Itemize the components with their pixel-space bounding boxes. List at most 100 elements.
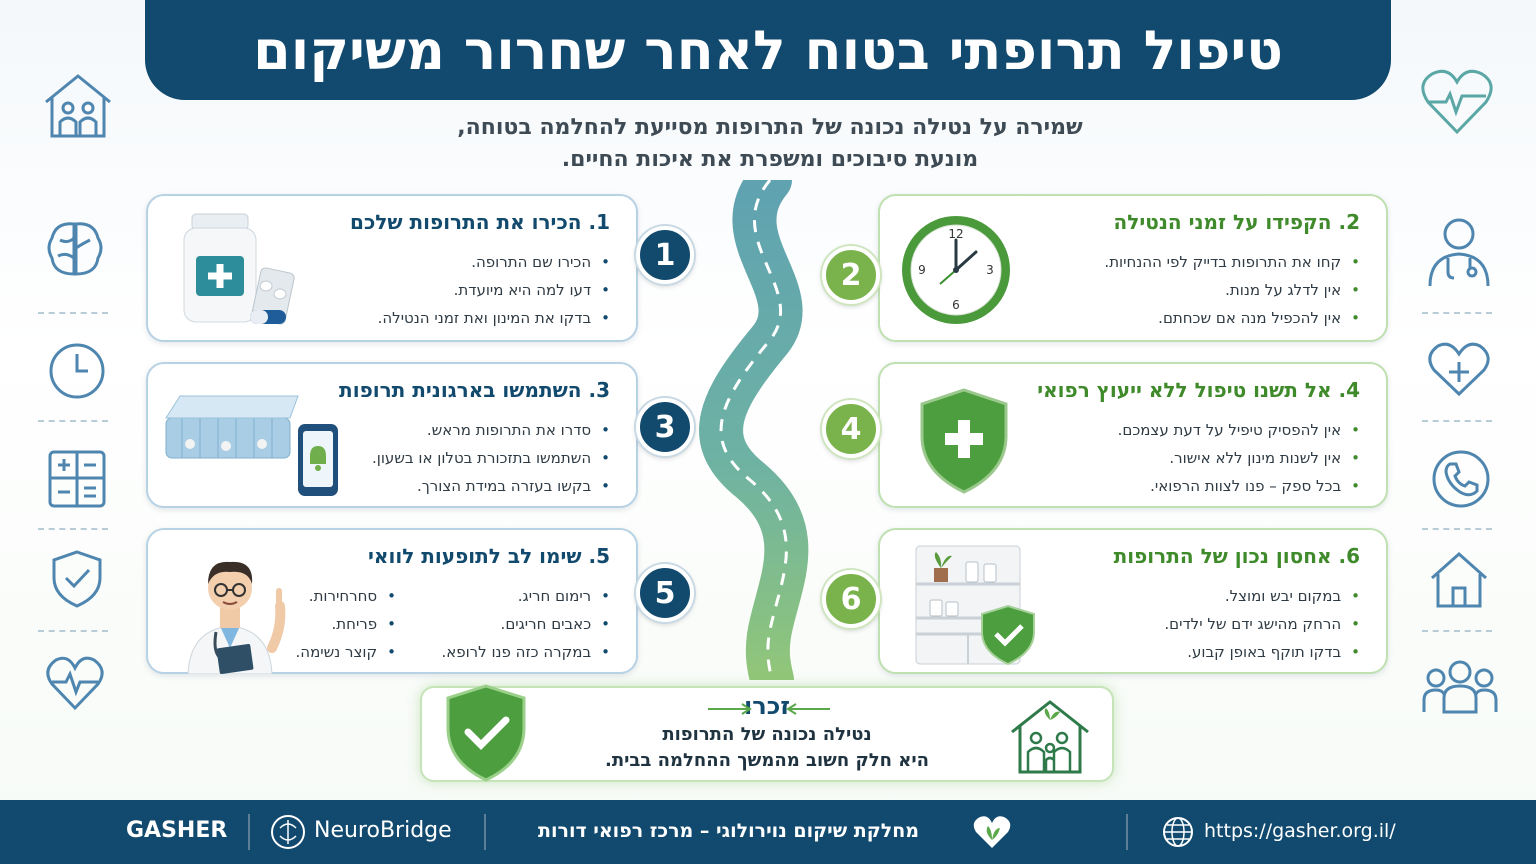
list-item: אין להפסיק טיפיל על דעת עצמכם. — [1118, 416, 1360, 444]
heart-plus-icon — [1426, 338, 1492, 400]
card-title: 4. אל תשנו טיפול ללא ייעוץ רפואי — [1037, 378, 1360, 402]
divider — [1422, 630, 1492, 632]
phone-icon — [1430, 448, 1492, 510]
card-storage: 6. אחסון נכון של התרופות במקום יבש ומוצל… — [878, 528, 1388, 674]
heart-pulse-icon — [1418, 66, 1496, 138]
clock-icon — [46, 340, 108, 402]
list-item: אין לשנות מינון ללא אישור. — [1118, 444, 1360, 472]
card-timing: 2. הקפידו על זמני הנטילה קחו את התרופות … — [878, 194, 1388, 342]
step-number-1: 1 — [636, 226, 694, 284]
remember-line-2: היא חלק חשוב מהמשך ההחלמה בבית. — [604, 750, 930, 771]
page-title: טיפול תרופתי בטוח לאחר שחרור משיקום — [253, 18, 1283, 82]
arrow-left-icon — [786, 703, 830, 715]
heartbeat-icon — [44, 652, 106, 714]
family-home-icon — [40, 70, 116, 140]
list-item: בכל ספק – פנו לצוות הרפואי. — [1118, 472, 1360, 500]
wall-clock-illustration: 12 3 6 9 — [902, 216, 1010, 324]
heart-leaf-icon — [973, 816, 1011, 848]
list-item: במקום יבש ומוצל. — [1164, 582, 1360, 610]
card-pill-organizer: 3. השתמשו בארגונית תרופות סדרו את התרופו… — [146, 362, 638, 508]
list-item: במקרה כזה פנו לרופא. — [441, 638, 610, 666]
medicine-cabinet-illustration — [915, 545, 1035, 666]
shield-check-badge-icon — [446, 684, 526, 782]
list-item: אין להכפיל מנה אם שכחתם. — [1104, 304, 1360, 332]
list-item: קוצר נשימה. — [296, 638, 396, 666]
list-item: בקשו בעזרה במידת הצורך. — [372, 472, 610, 500]
step-number-2: 2 — [822, 246, 880, 304]
card-title: 5. שימו לב לתופעות לוואי — [368, 544, 610, 568]
remember-title: זכרו — [744, 692, 790, 720]
card-list: סדרו את התרופות מראש. השתמשו בתזכורת בטל… — [372, 416, 610, 500]
divider — [38, 420, 108, 422]
card-no-change-without-advice: 4. אל תשנו טיפול ללא ייעוץ רפואי אין להפ… — [878, 362, 1388, 508]
clock-number-12: 12 — [948, 227, 963, 241]
card-list-col-1: רימום חריג. כאבים חריגים. במקרה כזה פנו … — [441, 582, 610, 666]
divider — [1126, 814, 1128, 850]
pill-organizer-illustration — [165, 395, 338, 496]
list-item: הרחק מהישג ידם של ילדים. — [1164, 610, 1360, 638]
step-number-5: 5 — [636, 564, 694, 622]
brand-neurobridge: NeuroBridge — [314, 818, 452, 843]
pill-bottle-illustration — [183, 213, 295, 325]
house-icon — [1428, 548, 1490, 610]
divider — [1422, 312, 1492, 314]
card-title: 1. הכירו את התרופות שלכם — [350, 210, 610, 234]
divider — [248, 814, 250, 850]
list-item: פריחת. — [296, 610, 396, 638]
list-item: קחו את התרופות בדייק לפי ההנחיות. — [1104, 248, 1360, 276]
card-know-medications: 1. הכירו את התרופות שלכם הכירו שם התרופה… — [146, 194, 638, 342]
list-item: בדקו את המינון ואת זמני הנטילה. — [378, 304, 610, 332]
list-item: רימום חריג. — [441, 582, 610, 610]
card-list: קחו את התרופות בדייק לפי ההנחיות. אין לד… — [1104, 248, 1360, 332]
divider — [38, 528, 108, 530]
list-item: סחרחירות. — [296, 582, 396, 610]
card-list: במקום יבש ומוצל. הרחק מהישג ידם של ילדים… — [1164, 582, 1360, 666]
remember-box: זכרו נטילה נכונה של התרופות היא חלק חשוב… — [420, 684, 1114, 782]
card-title: 2. הקפידו על זמני הנטילה — [1113, 210, 1360, 234]
arrow-right-icon — [708, 703, 752, 715]
divider — [1422, 528, 1492, 530]
group-people-icon — [1420, 654, 1500, 716]
brand-gasher: GASHER — [126, 818, 228, 843]
winding-road — [699, 180, 809, 680]
card-title: 3. השתמשו בארגונית תרופות — [339, 378, 610, 402]
shield-plus-illustration — [920, 388, 1008, 494]
shield-check-icon — [46, 548, 108, 610]
list-item: בדקו תוקף באופן קבוע. — [1164, 638, 1360, 666]
list-item: אין לדלג על מנות. — [1104, 276, 1360, 304]
clock-number-6: 6 — [952, 298, 960, 312]
globe-icon — [1163, 817, 1193, 847]
list-item: השתמשו בתזכורת בטלון או בשעון. — [372, 444, 610, 472]
clock-number-9: 9 — [918, 263, 926, 277]
website-link[interactable]: https://gasher.org.il/ — [1204, 820, 1396, 842]
subtitle-line-2: מונעת סיבוכים ומשפרת את איכות החיים. — [561, 147, 979, 172]
clock-number-3: 3 — [986, 263, 994, 277]
subtitle-line-1: שמירה על נטילה נכונה של התרופות מסייעת ל… — [457, 115, 1083, 140]
neurobridge-logo-icon — [271, 815, 305, 849]
divider — [484, 814, 486, 850]
header-banner: טיפול תרופתי בטוח לאחר שחרור משיקום — [145, 0, 1391, 100]
list-item: כאבים חריגים. — [441, 610, 610, 638]
list-item: סדרו את התרופות מראש. — [372, 416, 610, 444]
footer: GASHER NeuroBridge מחלקת שיקום נוירולוגי… — [0, 800, 1536, 864]
doctor-illustration — [187, 561, 286, 674]
remember-line-1: נטילה נכונה של התרופות — [662, 724, 872, 745]
divider — [38, 312, 108, 314]
subtitle: שמירה על נטילה נכונה של התרופות מסייעת ל… — [380, 112, 1160, 176]
calculator-icon — [46, 448, 108, 510]
card-side-effects: 5. שימו לב לתופעות לוואי רימום חריג. כאב… — [146, 528, 638, 674]
family-home-icon — [1011, 700, 1089, 774]
divider — [38, 630, 108, 632]
brain-icon — [44, 218, 106, 280]
doctor-icon — [1424, 212, 1494, 288]
card-title: 6. אחסון נכון של התרופות — [1113, 544, 1360, 568]
department-name: מחלקת שיקום נוירולוגי – מרכז רפואי דורות — [538, 820, 920, 842]
list-item: דעו למה היא מיועדת. — [378, 276, 610, 304]
step-number-6: 6 — [822, 570, 880, 628]
list-item: הכירו שם התרופה. — [378, 248, 610, 276]
divider — [1422, 420, 1492, 422]
card-list-col-2: סחרחירות. פריחת. קוצר נשימה. — [296, 582, 396, 666]
card-list: אין להפסיק טיפיל על דעת עצמכם. אין לשנות… — [1118, 416, 1360, 500]
step-number-4: 4 — [822, 400, 880, 458]
step-number-3: 3 — [636, 398, 694, 456]
